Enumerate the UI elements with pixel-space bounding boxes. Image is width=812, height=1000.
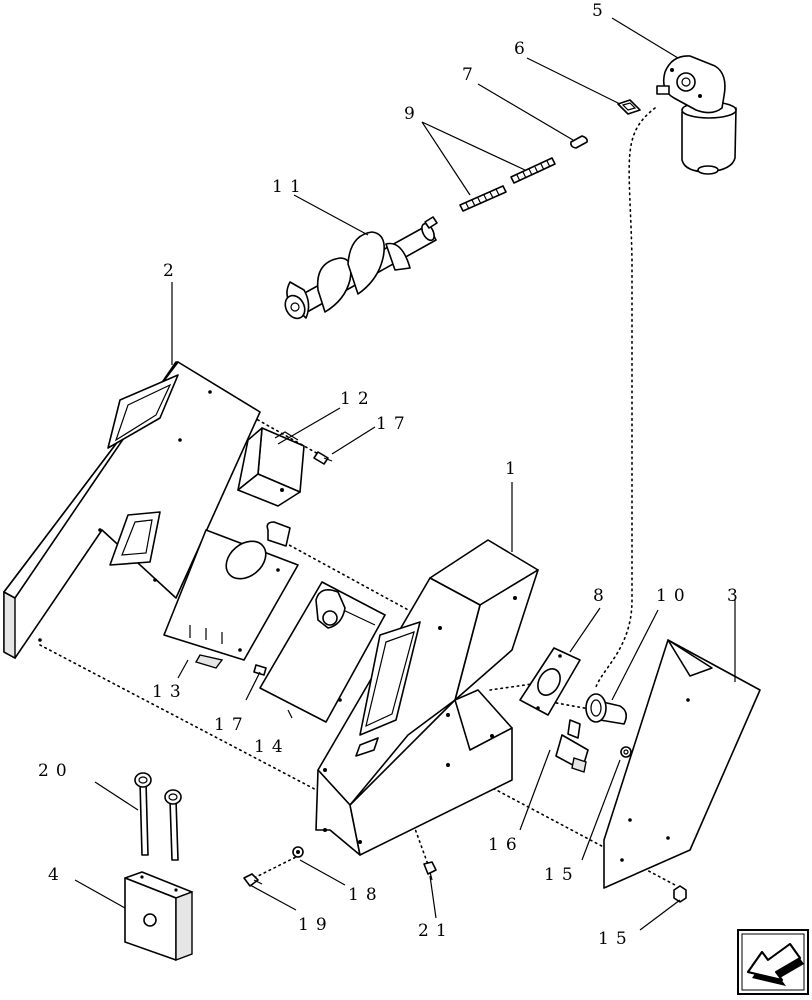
leader-lines — [74, 17, 736, 931]
callout-17-lower: 17 — [214, 715, 250, 735]
auger-part-11[interactable] — [281, 216, 438, 322]
callout-7: 7 — [462, 65, 480, 85]
callout-labels: 5 6 7 9 11 2 12 17 1 8 10 3 13 17 14 20 … — [38, 1, 745, 949]
flange-part-8[interactable] — [519, 647, 581, 716]
callout-6: 6 — [514, 39, 532, 59]
callout-12: 12 — [340, 389, 376, 409]
motor-part-5[interactable] — [656, 55, 737, 175]
callout-15-upper: 15 — [544, 865, 580, 885]
pin-part-7[interactable] — [570, 135, 588, 149]
nut-part-18[interactable] — [292, 846, 304, 858]
block-part-4[interactable] — [124, 871, 193, 962]
callout-16: 16 — [488, 835, 524, 855]
plate-part-13[interactable] — [163, 521, 299, 669]
nut-part-15-upper[interactable] — [620, 746, 632, 758]
housing-part-1[interactable] — [315, 539, 539, 856]
callout-5: 5 — [592, 1, 610, 21]
callout-15-lower: 15 — [598, 929, 634, 949]
ring-pin-part-20[interactable] — [134, 772, 182, 861]
callout-19: 19 — [298, 915, 334, 935]
side-plate-part-2[interactable] — [3, 361, 261, 660]
sensor-part-10[interactable] — [585, 693, 628, 725]
callout-1: 1 — [505, 459, 523, 479]
callout-8: 8 — [593, 586, 611, 606]
callout-18: 18 — [348, 885, 384, 905]
return-arrow-icon[interactable] — [737, 929, 809, 995]
switch-part-16[interactable] — [555, 719, 589, 773]
bracket-part-12[interactable] — [237, 427, 305, 507]
callout-17-upper: 17 — [376, 414, 412, 434]
callout-21: 21 — [418, 921, 454, 941]
callout-3: 3 — [727, 586, 745, 606]
nut-part-15-lower[interactable] — [673, 885, 687, 903]
callout-13: 13 — [152, 682, 188, 702]
callout-20: 20 — [38, 761, 74, 781]
callout-14: 14 — [254, 737, 290, 757]
screw-part-17-upper[interactable] — [313, 451, 333, 465]
callout-11: 11 — [272, 177, 308, 197]
panel-part-14[interactable] — [259, 581, 386, 723]
spring-part-9[interactable] — [459, 157, 556, 212]
callout-4: 4 — [48, 865, 66, 885]
callout-9: 9 — [404, 104, 422, 124]
callout-10: 10 — [656, 586, 692, 606]
side-cover-part-3[interactable] — [603, 639, 761, 889]
seal-part-6[interactable] — [617, 99, 641, 115]
callout-2: 2 — [163, 261, 181, 281]
bolt-part-19[interactable] — [243, 873, 263, 887]
bolt-part-21[interactable] — [423, 861, 437, 881]
screw-part-17-lower[interactable] — [253, 664, 267, 676]
